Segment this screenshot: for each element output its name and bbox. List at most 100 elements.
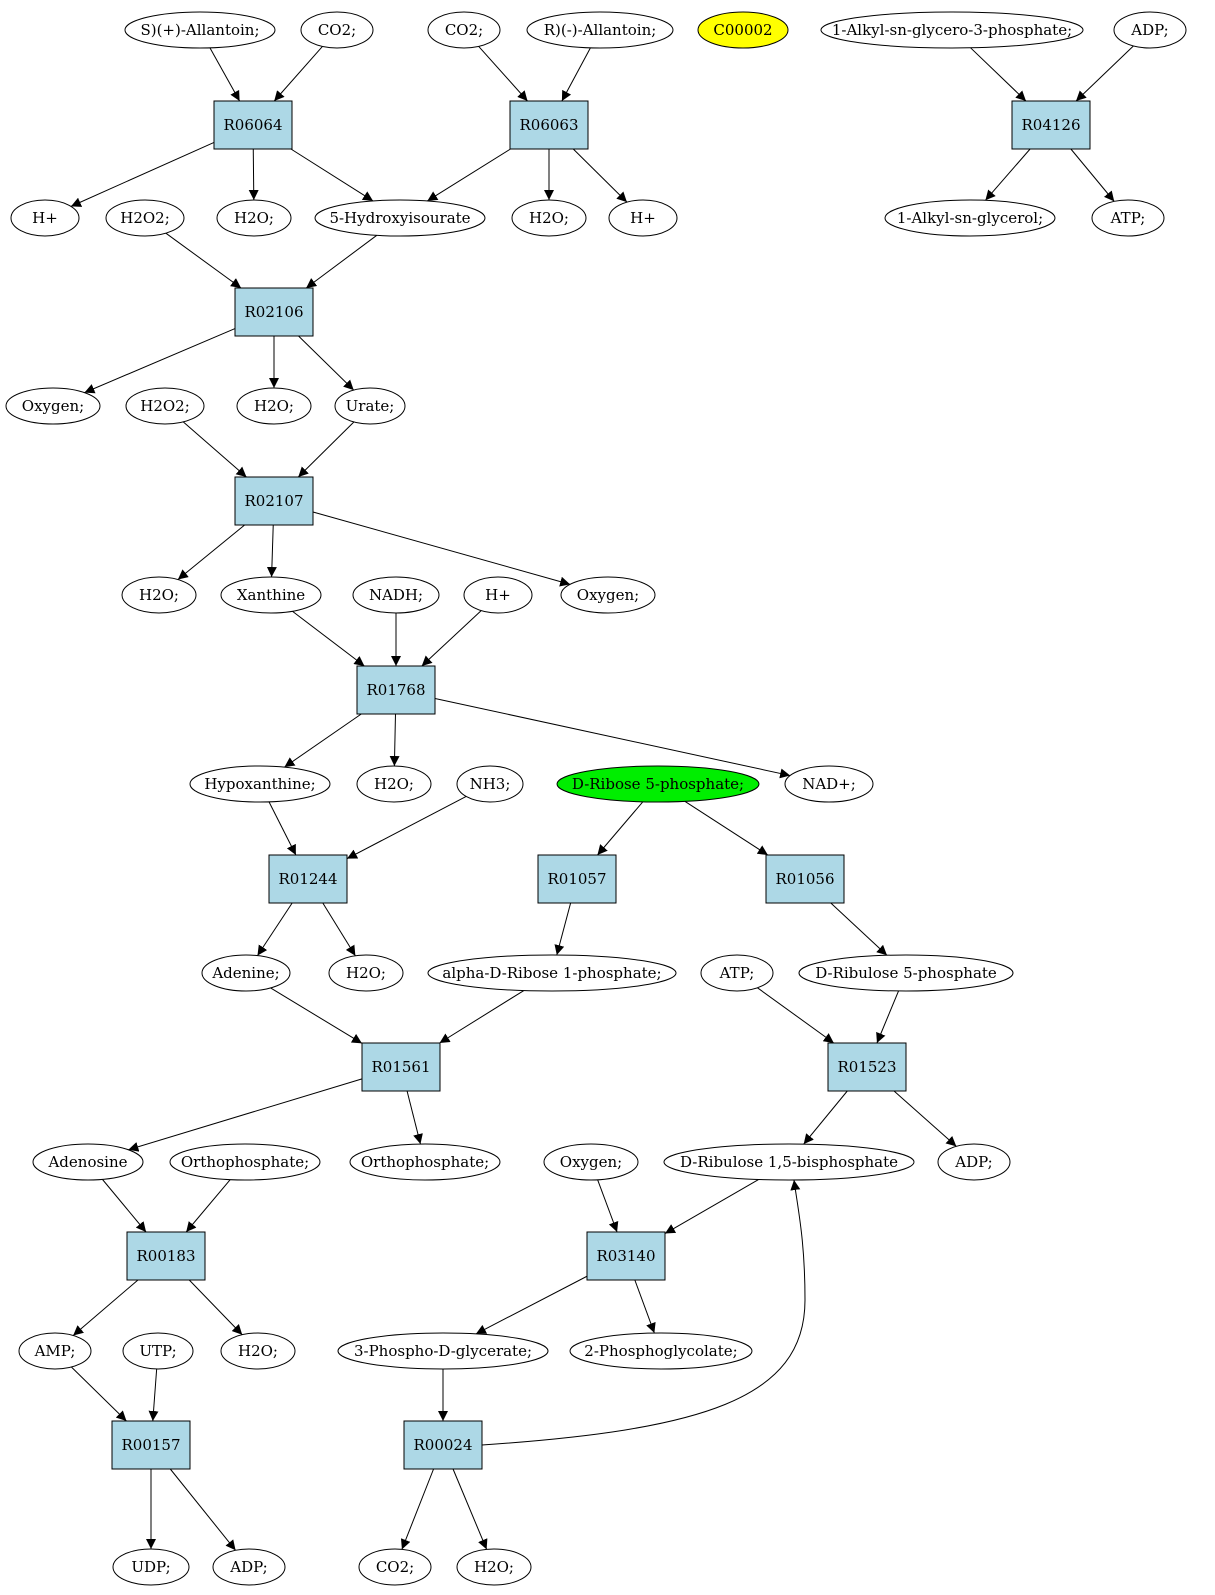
node-label: ADP; <box>954 1153 992 1171</box>
compound-node-c-hplus-b: H+ <box>608 199 678 237</box>
compound-node-c-orthophosphate-a: Orthophosphate; <box>169 1143 321 1181</box>
node-label: R03140 <box>596 1247 655 1265</box>
node-label: Xanthine <box>237 586 305 604</box>
compound-node-c-h2o-d: H2O; <box>121 576 197 614</box>
edge-r-r06064-to-c-5hiu <box>290 148 374 202</box>
node-label: H+ <box>32 209 58 227</box>
compound-ellipse <box>663 1143 915 1181</box>
compound-node-c-oxygen-b: Oxygen; <box>560 576 656 614</box>
edge-r-r01561-to-c-adenosine <box>128 1078 363 1152</box>
node-label: Oxygen; <box>577 586 639 604</box>
node-label: Urate; <box>346 397 395 415</box>
node-label: S)(+)-Allantoin; <box>140 21 259 39</box>
node-label: R00024 <box>413 1436 472 1454</box>
compound-node-c-h2o2-a: H2O2; <box>105 199 185 237</box>
node-label: R)(-)-Allantoin; <box>544 21 657 39</box>
node-label: 2-Phosphoglycolate; <box>584 1342 737 1360</box>
edge-c-r5p-to-r-r01057 <box>597 801 644 856</box>
compound-node-c-alkyl-g3p: 1-Alkyl-sn-glycero-3-phosphate; <box>820 11 1084 49</box>
compound-ellipse <box>784 765 874 803</box>
compound-node-c-oxygen-a: Oxygen; <box>5 387 101 425</box>
compound-node-c-udp: UDP; <box>112 1548 190 1586</box>
edge-c-5hiu-to-r-r02106 <box>305 234 378 289</box>
compound-ellipse <box>124 11 276 49</box>
node-label: H2O2; <box>120 209 170 227</box>
edge-r-r02107-to-c-oxygen-b <box>312 511 571 587</box>
edge-r-r06063-to-c-5hiu <box>427 148 511 202</box>
compound-node-c-adenine: Adenine; <box>201 954 291 992</box>
compound-node-c-ar1p: alpha-D-Ribose 1-phosphate; <box>427 954 677 992</box>
compound-ellipse <box>608 199 678 237</box>
reaction-node-r-r04126: R04126 <box>1011 100 1091 150</box>
node-label: Adenosine <box>47 1153 127 1171</box>
edge-r-r01244-to-c-adenine <box>257 902 293 956</box>
node-label: R00183 <box>136 1247 195 1265</box>
compound-node-c-rubp: D-Ribulose 1,5-bisphosphate <box>663 1143 915 1181</box>
compound-ellipse <box>463 576 533 614</box>
compound-node-c-s-allantoin: S)(+)-Allantoin; <box>124 11 276 49</box>
edge-r-r03140-to-c-3pg <box>475 1275 588 1335</box>
node-label: ADP; <box>1130 21 1168 39</box>
compound-ellipse <box>884 199 1056 237</box>
edge-r-r01057-to-c-ar1p <box>554 902 572 956</box>
node-label: Adenine; <box>211 964 279 982</box>
node-label: R01768 <box>366 681 425 699</box>
compound-node-c-nh3: NH3; <box>456 765 524 803</box>
compound-node-c-adenosine: Adenosine <box>32 1143 144 1181</box>
compound-node-c-oxygen-c: Oxygen; <box>543 1143 639 1181</box>
compound-ellipse <box>300 11 374 49</box>
reaction-box <box>356 665 436 715</box>
compound-node-c-3pg: 3-Phospho-D-glycerate; <box>337 1332 549 1370</box>
edge-c-hplus-c-to-r-r01768 <box>421 610 482 667</box>
compound-ellipse <box>456 1548 532 1586</box>
node-label: R01523 <box>837 1058 896 1076</box>
compound-node-c-h2o-a: H2O; <box>216 199 292 237</box>
reaction-node-r-r01523: R01523 <box>827 1042 907 1092</box>
node-label: CO2; <box>318 21 356 39</box>
compound-ellipse <box>937 1143 1011 1181</box>
compound-ellipse <box>358 1548 432 1586</box>
reaction-node-r-r01768: R01768 <box>356 665 436 715</box>
node-label: 1-Alkyl-sn-glycero-3-phosphate; <box>832 21 1072 39</box>
compound-ellipse <box>328 954 404 992</box>
compound-ellipse <box>543 1143 639 1181</box>
edges-layer <box>70 45 1134 1551</box>
compound-node-c-h2o-f: H2O; <box>328 954 404 992</box>
compound-ellipse <box>356 765 432 803</box>
node-label: alpha-D-Ribose 1-phosphate; <box>442 964 661 982</box>
compound-ellipse <box>820 11 1084 49</box>
node-label: R01057 <box>547 870 606 888</box>
compound-ellipse <box>32 1143 144 1181</box>
compound-node-c-hplus-c: H+ <box>463 576 533 614</box>
node-label: R04126 <box>1021 116 1080 134</box>
node-label: D-Ribulose 1,5-bisphosphate <box>680 1153 898 1171</box>
reaction-box <box>586 1231 666 1281</box>
reaction-box <box>234 476 314 526</box>
compound-node-c-nadplus: NAD+; <box>784 765 874 803</box>
edge-c-r5p-to-r-r01056 <box>684 800 769 856</box>
reaction-node-r-r02106: R02106 <box>234 287 314 337</box>
compound-ellipse <box>526 11 674 49</box>
edge-c-ar1p-to-r-r01561 <box>439 990 525 1044</box>
edge-c-r-allantoin-to-r-r06063 <box>561 47 591 102</box>
compound-ellipse <box>556 765 760 803</box>
node-label: NADH; <box>369 586 423 604</box>
node-label: CO2; <box>376 1558 414 1576</box>
node-label: H2O; <box>238 1342 278 1360</box>
node-label: 1-Alkyl-sn-glycerol; <box>897 209 1043 227</box>
edge-c-adp-top-to-r-r04126 <box>1075 45 1134 102</box>
node-label: Oxygen; <box>560 1153 622 1171</box>
compound-node-c-orthophosphate-b: Orthophosphate; <box>349 1143 501 1181</box>
compound-ellipse <box>349 1143 501 1181</box>
edge-r-r02107-to-c-h2o-d <box>177 524 245 580</box>
reaction-box <box>126 1231 206 1281</box>
node-label: D-Ribose 5-phosphate; <box>572 775 744 793</box>
edge-r-r00157-to-c-adp-bot <box>169 1468 236 1551</box>
compound-node-c-r5p: D-Ribose 5-phosphate; <box>556 765 760 803</box>
compound-node-c-urate: Urate; <box>334 387 406 425</box>
compound-ellipse <box>569 1332 753 1370</box>
reaction-box <box>509 100 589 150</box>
edge-r-r06064-to-c-h2o-a <box>248 148 259 201</box>
node-label: R01056 <box>775 870 834 888</box>
reaction-box <box>361 1042 441 1092</box>
